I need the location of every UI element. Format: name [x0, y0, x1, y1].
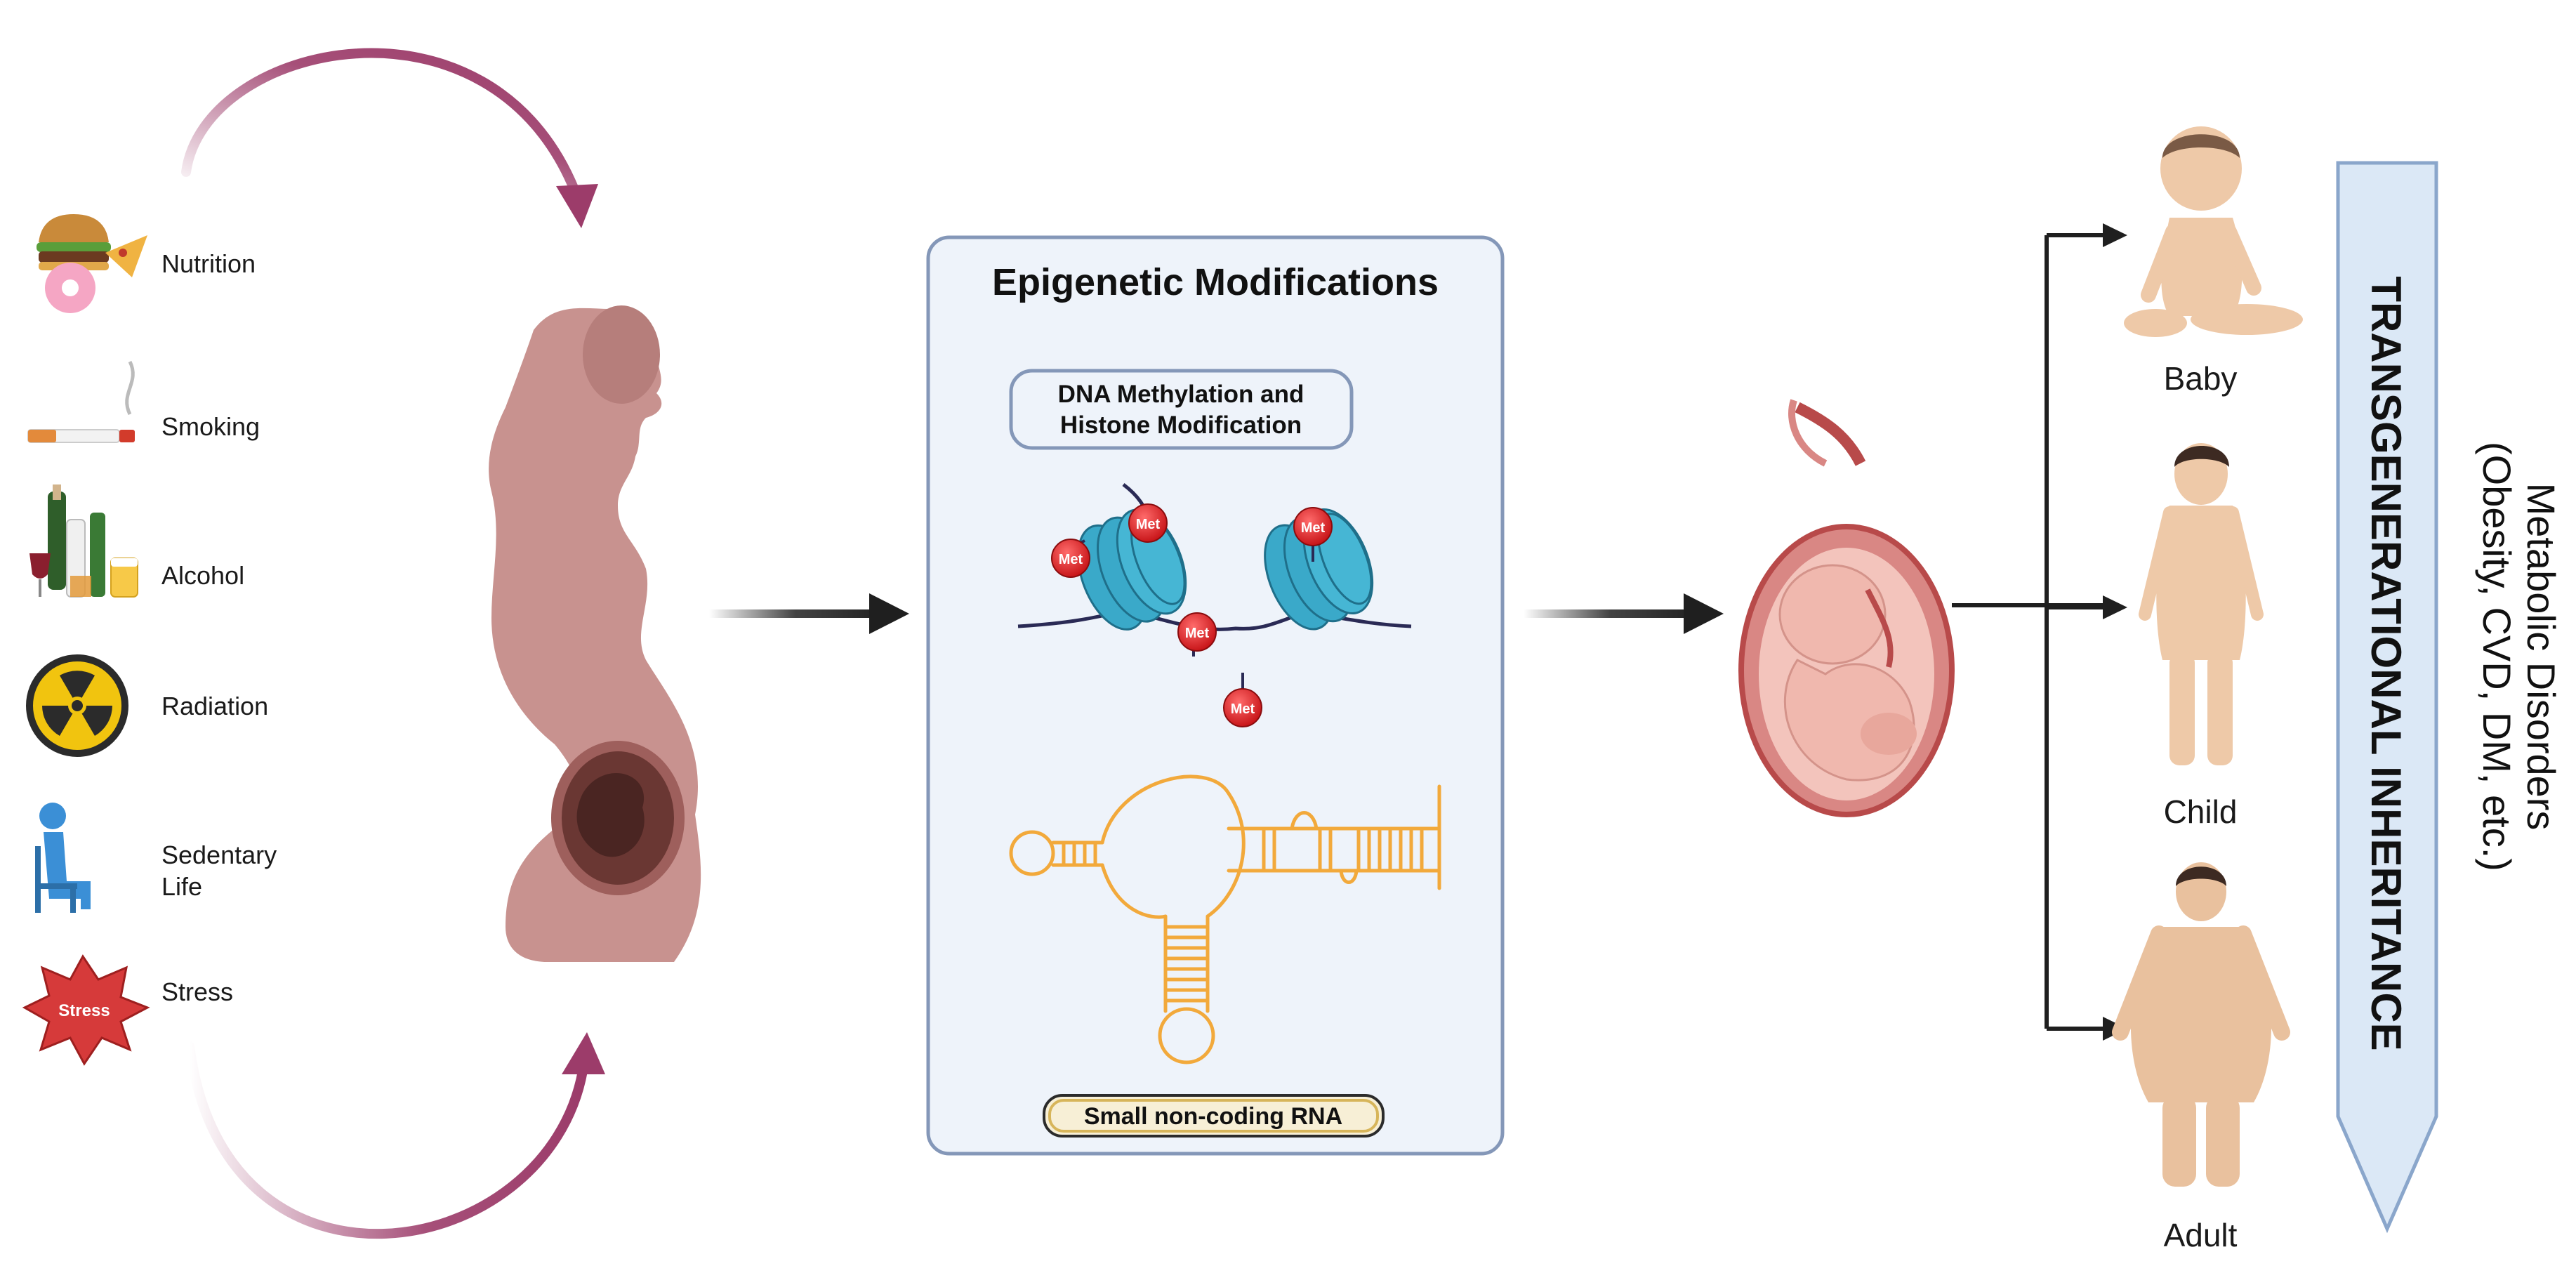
- met-tag-4: Met: [1223, 688, 1262, 727]
- branch-arrows: [1952, 233, 2110, 1031]
- sitting-person-icon: [35, 803, 91, 913]
- radiation-icon: [26, 654, 128, 757]
- food-icon: [37, 214, 147, 313]
- factor-label-radiation: Radiation: [161, 692, 268, 720]
- nucleosome-2: [1264, 508, 1374, 631]
- epigenetics-panel: Epigenetic Modifications DNA Methylation…: [926, 235, 1505, 1156]
- rna-label-pill: [1043, 1094, 1385, 1138]
- offspring-label-baby: Baby: [2164, 360, 2238, 397]
- offspring-label-child: Child: [2164, 793, 2238, 830]
- stress-burst-icon: Stress: [22, 954, 150, 1066]
- dna-label-pill: [1009, 369, 1354, 450]
- fetus-in-womb-icon: [1738, 399, 1955, 817]
- dna-label-line2: Histone Modification: [1060, 411, 1302, 439]
- dna-strand: [1017, 609, 1412, 631]
- disorders-line2: (Obesity, CVD, DM, etc.): [2475, 442, 2519, 871]
- inheritance-banner: TRANSGENERATIONAL INHERITANCE: [2336, 161, 2438, 1234]
- offspring-label-adult: Adult: [2164, 1217, 2238, 1253]
- met-tag-5: Met: [1293, 507, 1333, 546]
- met-tag-1: Met: [1051, 539, 1090, 578]
- pregnant-woman-icon: [489, 305, 701, 962]
- met-tag-3: Met: [1177, 612, 1217, 652]
- baby-icon: [2124, 126, 2303, 337]
- factor-label-life: Life: [161, 872, 202, 901]
- factor-label-smoking: Smoking: [161, 412, 260, 441]
- factor-label-nutrition: Nutrition: [161, 249, 256, 278]
- svg-text:Met: Met: [1301, 520, 1326, 536]
- svg-text:Met: Met: [1231, 701, 1255, 717]
- svg-text:Met: Met: [1185, 626, 1210, 641]
- child-icon: [2139, 443, 2264, 765]
- bottles-icon: [29, 484, 138, 598]
- epigenetics-title: Epigenetic Modifications: [992, 261, 1439, 303]
- top-cycle-arrow: [181, 48, 598, 228]
- factor-label-sedentary: Sedentary: [161, 840, 277, 869]
- svg-text:Met: Met: [1059, 552, 1083, 567]
- rna-label: Small non-coding RNA: [1084, 1103, 1342, 1130]
- arrow-to-fetus: [1524, 593, 1724, 634]
- disorders-line1: Metabolic Disorders: [2519, 483, 2563, 831]
- factor-label-stress: Stress: [161, 977, 233, 1006]
- cigarette-icon: [27, 360, 135, 443]
- dna-label-line1: DNA Methylation and: [1058, 381, 1304, 408]
- stress-badge-text: Stress: [58, 1001, 110, 1020]
- adult-icon: [2112, 862, 2290, 1187]
- met-tag-2: Met: [1128, 503, 1168, 543]
- rna-structure: [1009, 774, 1441, 1064]
- arrow-to-epigenetics: [709, 593, 909, 634]
- factor-label-alcohol: Alcohol: [161, 561, 244, 590]
- svg-text:Met: Met: [1136, 517, 1161, 532]
- bottom-cycle-arrow: [185, 1032, 605, 1239]
- inheritance-label: TRANSGENERATIONAL INHERITANCE: [2363, 276, 2410, 1050]
